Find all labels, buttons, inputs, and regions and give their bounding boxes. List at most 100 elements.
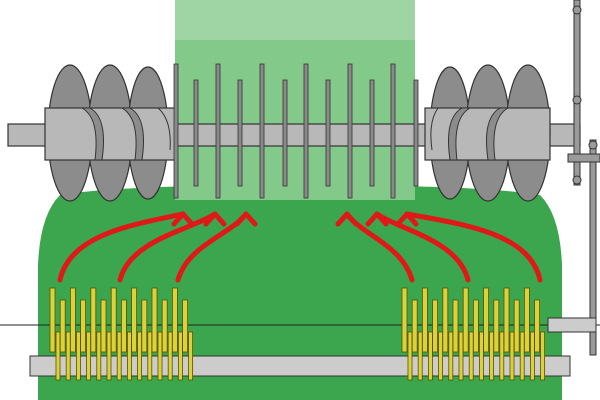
arrowhead-icon bbox=[203, 211, 227, 227]
tine-icon bbox=[110, 287, 117, 353]
tine-icon bbox=[49, 287, 56, 353]
finger-blade bbox=[413, 79, 419, 187]
tine-icon bbox=[407, 331, 413, 381]
finger-blade bbox=[303, 63, 309, 199]
tine-icon bbox=[147, 331, 153, 381]
tine-icon bbox=[489, 331, 495, 381]
finger-blade bbox=[347, 63, 353, 199]
crop-column bbox=[175, 20, 415, 200]
tine-icon bbox=[65, 331, 71, 381]
auger-flight bbox=[430, 107, 439, 151]
tine-icon bbox=[106, 331, 112, 381]
pickup-shaft-end bbox=[547, 317, 597, 333]
tine-icon bbox=[90, 287, 97, 353]
arrowhead-icon bbox=[234, 211, 258, 227]
tine-icon bbox=[171, 287, 178, 353]
auger-flight bbox=[486, 107, 510, 161]
linkage-rod bbox=[573, 0, 581, 186]
flow-arrows bbox=[57, 211, 543, 283]
tine-icon bbox=[540, 331, 545, 381]
finger-blade bbox=[193, 79, 199, 187]
linkage-rod bbox=[589, 139, 597, 356]
flow-arrow-icon bbox=[404, 211, 543, 283]
flow-arrow-icon bbox=[374, 211, 471, 283]
tine-icon bbox=[141, 299, 148, 353]
tine-icon bbox=[177, 331, 183, 381]
tine-icon bbox=[131, 287, 138, 353]
arrowhead-icon bbox=[171, 211, 195, 227]
auger-flight bbox=[448, 107, 472, 161]
auger-core bbox=[44, 107, 176, 161]
tine-icon bbox=[493, 299, 500, 353]
finger-blades bbox=[173, 63, 419, 199]
pivot-icon bbox=[572, 175, 582, 185]
tine-icon bbox=[100, 299, 107, 353]
linkage-bar bbox=[567, 153, 600, 163]
finger-blade bbox=[390, 63, 396, 199]
tine-icon bbox=[161, 299, 168, 353]
flow-arrow-icon bbox=[57, 211, 186, 283]
tine-icon bbox=[127, 331, 132, 381]
tine-icon bbox=[188, 331, 194, 381]
auger-flight bbox=[120, 107, 144, 161]
tine-icon bbox=[462, 287, 469, 353]
tine-icon bbox=[76, 331, 81, 381]
pivot-icon bbox=[572, 95, 582, 105]
flow-arrow-icon bbox=[117, 211, 218, 283]
pivot-icon bbox=[572, 5, 582, 15]
tine-icon bbox=[530, 331, 535, 381]
pickup-tines bbox=[49, 287, 545, 381]
tine-icon bbox=[427, 331, 433, 381]
finger-blade bbox=[173, 63, 179, 199]
tine-icon bbox=[167, 331, 173, 381]
right-auger bbox=[424, 64, 551, 202]
left-auger bbox=[44, 64, 176, 202]
finger-blade bbox=[237, 79, 243, 187]
tine-icon bbox=[55, 331, 61, 381]
tine-icon bbox=[524, 287, 530, 353]
tine-icon bbox=[137, 331, 143, 381]
finger-blade bbox=[259, 63, 265, 199]
tine-icon bbox=[452, 299, 459, 353]
tine-icon bbox=[86, 331, 91, 381]
linkage bbox=[547, 0, 600, 356]
tine-icon bbox=[121, 299, 127, 353]
tine-icon bbox=[151, 287, 158, 353]
tine-icon bbox=[59, 299, 66, 353]
tine-icon bbox=[468, 331, 474, 381]
pickup-bar bbox=[29, 355, 571, 377]
tine-icon bbox=[442, 287, 449, 353]
finger-blade bbox=[369, 79, 375, 187]
tine-icon bbox=[519, 331, 525, 381]
tine-icon bbox=[432, 299, 439, 353]
tine-icon bbox=[157, 331, 163, 381]
tine-icon bbox=[448, 331, 454, 381]
tine-icon bbox=[472, 299, 479, 353]
tine-icon bbox=[534, 299, 540, 353]
tine-icon bbox=[182, 299, 189, 353]
tine-icon bbox=[458, 331, 464, 381]
finger-blade bbox=[282, 79, 288, 187]
crop-column-upper bbox=[175, 0, 415, 40]
tine-icon bbox=[438, 331, 444, 381]
tine-icon bbox=[96, 331, 102, 381]
tine-icon bbox=[421, 287, 428, 353]
tine-icon bbox=[478, 331, 484, 381]
finger-blade bbox=[325, 79, 331, 187]
tine-icon bbox=[401, 287, 408, 353]
arrowhead-icon bbox=[335, 211, 359, 227]
tine-icon bbox=[116, 331, 122, 381]
tine-icon bbox=[503, 287, 510, 353]
arrowhead-icon bbox=[395, 211, 419, 227]
tine-icon bbox=[411, 299, 418, 353]
tine-icon bbox=[499, 331, 505, 381]
tine-icon bbox=[417, 331, 423, 381]
tine-icon bbox=[70, 287, 76, 353]
auger-flight bbox=[80, 107, 104, 161]
auger-flight bbox=[157, 107, 171, 151]
tine-icon bbox=[80, 299, 86, 353]
arrowhead-icon bbox=[365, 211, 389, 227]
pivot-icon bbox=[588, 140, 598, 150]
finger-blade bbox=[215, 63, 221, 199]
